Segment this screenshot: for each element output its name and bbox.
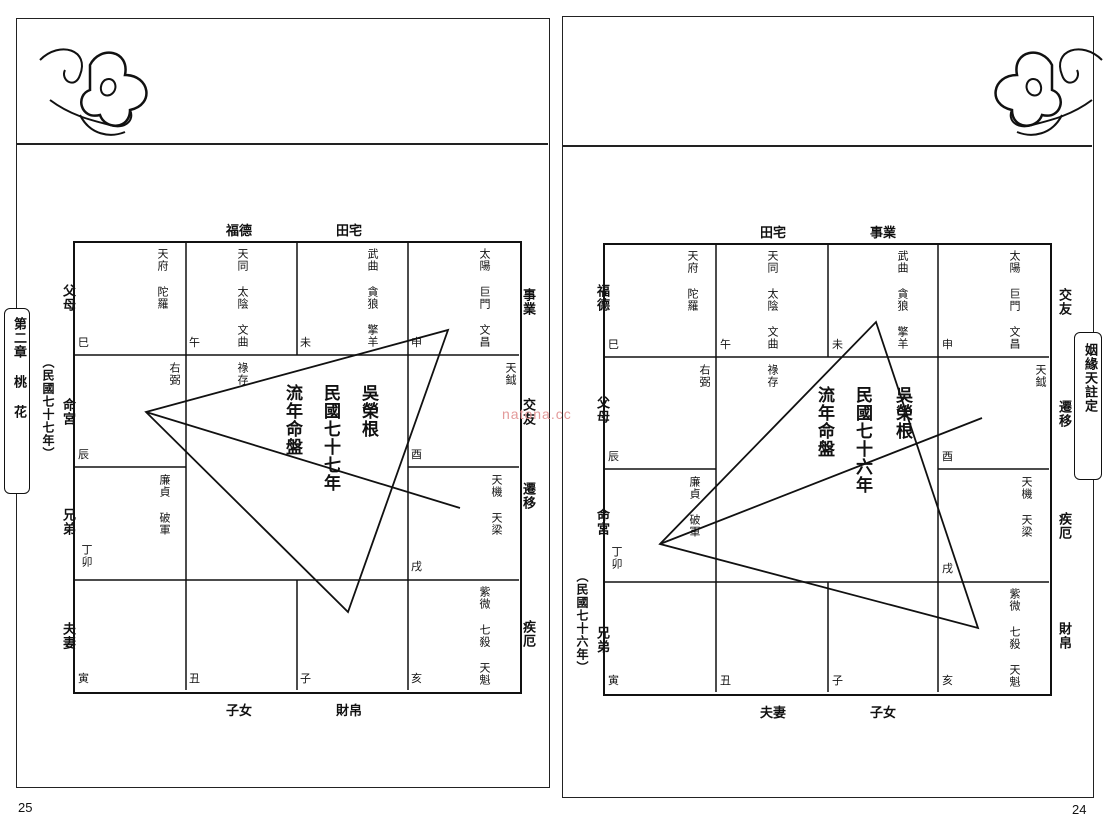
cell-wei-branch: 未 (300, 336, 311, 349)
cell-chen-stars: 右弼 (698, 364, 711, 388)
cell-mao-branch: 丁卯 (80, 544, 93, 568)
cell-zi-branch: 子 (300, 672, 311, 685)
cell-hai-stars: 紫微 七殺 天魁 (478, 586, 491, 686)
chapter-tab-text: 第二章 桃 花 (11, 317, 26, 419)
cell-wu-stars: 天同 太陰 文曲 祿存 (236, 248, 249, 386)
cell-zi-branch: 子 (832, 674, 843, 687)
bottom-label-1: 子女 (226, 704, 253, 719)
left-label-3: 命宮 (594, 508, 609, 536)
bottom-label-2: 財帛 (336, 704, 363, 719)
cell-xu-branch: 戌 (942, 562, 953, 575)
cell-si-branch: 巳 (78, 336, 89, 349)
cell-mao-stars: 廉貞 破軍 (688, 476, 701, 538)
left-label-4: 夫妻 (60, 622, 75, 650)
left-page-number: 25 (18, 800, 33, 815)
right-label-3: 遷移 (520, 482, 535, 510)
top-label-2: 事業 (870, 226, 897, 241)
cell-wu-stars: 天同 太陰 文曲 祿存 (766, 250, 779, 388)
cell-xu-stars: 天機 天梁 (490, 474, 503, 536)
cell-you-branch: 酉 (942, 450, 953, 463)
cell-chou-branch: 丑 (189, 672, 200, 685)
right-label-4: 疾厄 (520, 620, 535, 648)
left-label-2: 父母 (594, 396, 609, 424)
cell-shen-stars: 太陽 巨門 文昌 (1008, 250, 1021, 350)
chart-title-year: 民國七十六年 (852, 386, 872, 494)
cell-mao-stars: 廉貞 破軍 (158, 474, 171, 536)
cell-wei-branch: 未 (832, 338, 843, 351)
cell-xu-stars: 天機 天梁 (1020, 476, 1033, 538)
chart-title-name: 吳榮根 (892, 386, 912, 440)
right-label-4: 財帛 (1056, 622, 1071, 650)
bottom-label-1: 夫妻 (760, 706, 787, 721)
cell-si-stars: 天府 陀羅 (686, 250, 699, 312)
cell-wei-stars: 武曲 貪狼 擎羊 (896, 250, 909, 350)
cell-chou-branch: 丑 (720, 674, 731, 687)
chapter-tab: 第二章 桃 花 (4, 308, 30, 494)
cell-yin-branch: 寅 (608, 674, 619, 687)
left-label-1: 父母 (60, 284, 75, 312)
cell-mao-branch: 丁卯 (610, 546, 623, 570)
watermark: natona.cc (502, 406, 572, 422)
right-page-number: 24 (1072, 802, 1087, 817)
top-label-2: 田宅 (336, 224, 363, 239)
top-label-1: 田宅 (760, 226, 787, 241)
right-label-1: 事業 (520, 288, 535, 316)
cell-chen-branch: 辰 (78, 448, 89, 461)
chart-title-year: 民國七十七年 (320, 384, 340, 492)
cell-hai-branch: 亥 (942, 674, 953, 687)
cell-shen-branch: 申 (942, 338, 953, 351)
book-title-tab-text: 姻緣天註定 (1082, 343, 1097, 413)
cell-si-branch: 巳 (608, 338, 619, 351)
left-page: 第二章 桃 花 福德 田宅 子女 財帛 父母 命宮 （民國七十七年） 兄弟 夫妻… (4, 18, 550, 815)
left-label-2: 命宮 (60, 398, 75, 426)
right-chart-lines (604, 244, 1049, 692)
right-header-divider (562, 145, 1092, 147)
left-label-3: 兄弟 (60, 508, 75, 536)
left-floral-ornament (39, 48, 148, 136)
right-label-3: 疾厄 (1056, 512, 1071, 540)
cell-shen-branch: 申 (411, 336, 422, 349)
chart-title-type: 流年命盤 (282, 384, 302, 456)
cell-yin-branch: 寅 (78, 672, 89, 685)
left-label-4: 兄弟 (594, 626, 609, 654)
left-label-1: 福德 (594, 284, 609, 312)
bottom-label-2: 子女 (870, 706, 897, 721)
cell-wu-branch: 午 (189, 336, 200, 349)
right-subtitle: （民國七十六年） (575, 570, 589, 674)
book-title-tab: 姻緣天註定 (1074, 332, 1102, 480)
cell-shen-stars: 太陽 巨門 文昌 (478, 248, 491, 348)
cell-xu-branch: 戌 (411, 560, 422, 573)
cell-you-stars: 天鉞 (1034, 364, 1047, 388)
cell-you-stars: 天鉞 (504, 362, 517, 386)
cell-wu-branch: 午 (720, 338, 731, 351)
right-label-2: 交友 (520, 398, 535, 426)
right-page: 姻緣天註定 田宅 事業 夫妻 子女 福德 父母 命宮 兄弟 （民國七十六年） 交… (552, 0, 1103, 824)
left-chart-lines (74, 242, 519, 690)
cell-wei-stars: 武曲 貪狼 擎羊 (366, 248, 379, 348)
left-header-divider (16, 143, 548, 145)
right-label-1: 交友 (1056, 288, 1071, 316)
right-label-2: 遷移 (1056, 400, 1071, 428)
cell-hai-branch: 亥 (411, 672, 422, 685)
right-floral-ornament (994, 48, 1103, 136)
cell-chen-stars: 右弼 (168, 362, 181, 386)
cell-you-branch: 酉 (411, 448, 422, 461)
top-label-1: 福德 (226, 224, 253, 239)
cell-chen-branch: 辰 (608, 450, 619, 463)
chart-title-name: 吳榮根 (358, 384, 378, 438)
left-subtitle: （民國七十七年） (41, 356, 55, 460)
chart-title-type: 流年命盤 (814, 386, 834, 458)
cell-si-stars: 天府 陀羅 (156, 248, 169, 310)
cell-hai-stars: 紫微 七殺 天魁 (1008, 588, 1021, 688)
